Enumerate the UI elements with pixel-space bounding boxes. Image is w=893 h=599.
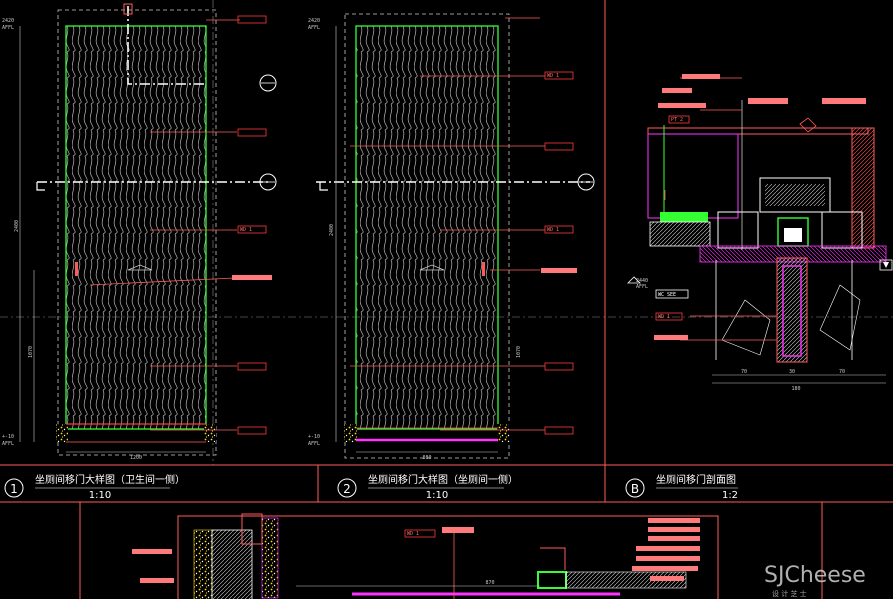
dim-sec-w2: 30: [789, 369, 795, 375]
level-floor: +-10: [2, 434, 14, 440]
watermark-brand: SJCheese: [764, 563, 866, 588]
floor-hatch: [56, 424, 68, 442]
label-tags-1: [237, 15, 267, 435]
panel-scale: 1:10: [426, 490, 448, 501]
dim-sec-w1: 70: [741, 369, 747, 375]
level-top-sub: AFFL: [2, 25, 14, 31]
level-section-sub: AFFL: [636, 284, 648, 290]
panel-scale: 1:2: [722, 490, 738, 501]
section-marker: [259, 173, 277, 191]
tag-wd1: WD 1: [240, 227, 252, 233]
panel-number-circle: [4, 478, 24, 498]
door-leaf: [65, 25, 207, 430]
bottom-plan: [132, 513, 719, 599]
tag-pt2: PT 2: [671, 117, 683, 123]
dim-lower: 1070: [28, 346, 34, 358]
level-top-sub: AFFL: [308, 25, 320, 31]
dim-width: 1200: [130, 455, 142, 461]
panel-number: B: [631, 482, 639, 496]
level-floor: +-10: [308, 434, 320, 440]
panel-number: 1: [10, 482, 18, 496]
level-floor-sub: AFFL: [308, 441, 320, 447]
section-b: [627, 74, 893, 384]
panel-number-circle: [625, 478, 645, 498]
panel-title: 坐厕间移门大样图（卫生间一侧）: [35, 473, 185, 486]
dim-sec-total: 180: [791, 386, 800, 392]
panel-scale: 1:10: [89, 490, 111, 501]
panel-title: 坐厕间移门剖面图: [656, 473, 736, 486]
door-elevation-1: [19, 3, 277, 456]
level-section: 2440: [636, 278, 648, 284]
tag-wd1: WD 1: [547, 73, 559, 79]
floor-hatch: [204, 424, 216, 442]
tag-wcsee: WC SEE: [658, 292, 676, 298]
panel-title: 坐厕间移门大样图（坐厕间一侧）: [368, 473, 518, 486]
panel-number-circle: [337, 478, 357, 498]
dim-width: 880: [422, 455, 431, 461]
tag-wd1: WD 1: [658, 314, 670, 320]
dim-sec-w3: 70: [839, 369, 845, 375]
dim-bottom: 870: [485, 580, 494, 586]
dim-height: 2400: [14, 220, 20, 232]
door-elevation-2: [316, 13, 595, 459]
dim-lower: 1070: [516, 346, 522, 358]
level-floor-sub: AFFL: [2, 441, 14, 447]
tag-wd1: WD 1: [547, 227, 559, 233]
level-top: 2420: [2, 18, 14, 24]
tag-wd1: WD 1: [407, 531, 419, 537]
watermark-sub: 设 计 芝 士: [772, 589, 807, 598]
door-leaf: [355, 25, 499, 430]
dim-height: 2400: [329, 224, 335, 236]
level-top: 2420: [308, 18, 320, 24]
label-tags-2: [544, 71, 574, 435]
panel-number: 2: [343, 482, 351, 496]
section-marker: [259, 74, 277, 92]
